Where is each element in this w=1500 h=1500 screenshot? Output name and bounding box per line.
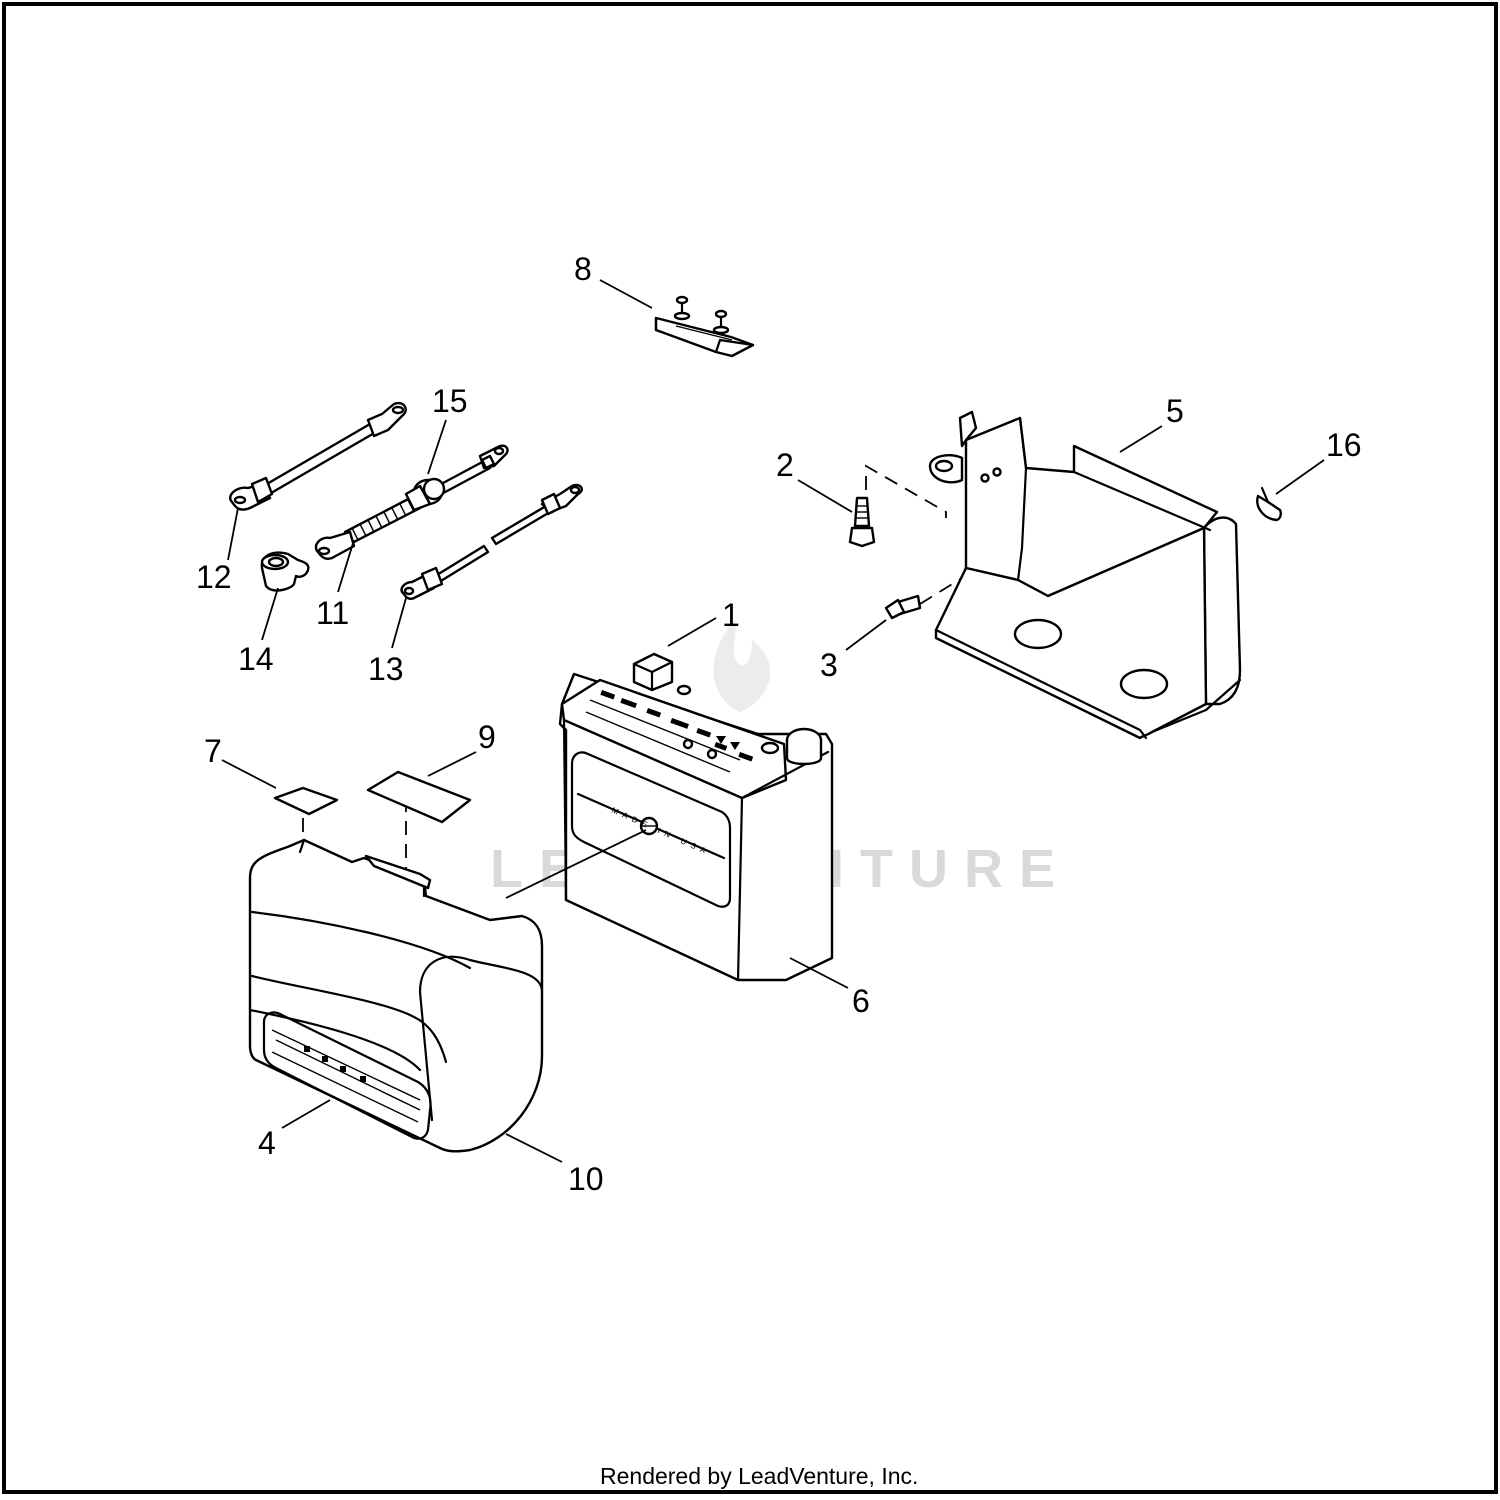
- callout-3: 3: [820, 647, 838, 683]
- watermark-flame-icon: [713, 620, 771, 712]
- part-14-terminal-cap: [260, 551, 310, 592]
- part-7-label: [273, 786, 339, 816]
- part-15-grommet: [404, 477, 446, 512]
- part-8-terminal-plate: [654, 295, 755, 358]
- part-13-cable: [400, 483, 583, 600]
- callout-13: 13: [368, 651, 404, 687]
- callout-9: 9: [478, 719, 496, 755]
- callout-15: 15: [432, 383, 468, 419]
- callout-5: 5: [1166, 393, 1184, 429]
- callout-12: 12: [196, 559, 232, 595]
- part-2-bolt: [848, 496, 876, 548]
- part-6-battery: MADE IN USA: [558, 652, 834, 982]
- callout-1: 1: [722, 597, 740, 633]
- callout-6: 6: [852, 983, 870, 1019]
- callout-7: 7: [204, 733, 222, 769]
- part-3-bolt: [884, 594, 922, 620]
- callout-2: 2: [776, 447, 794, 483]
- part-9-label: [366, 770, 472, 824]
- part-4-battery-cover: [248, 838, 544, 1153]
- callout-11: 11: [316, 595, 349, 631]
- callout-4: 4: [258, 1125, 276, 1161]
- part-12-cable: [229, 401, 407, 511]
- part-5-battery-tray: [928, 410, 1242, 740]
- leader-lines: [221, 279, 1325, 1163]
- callout-14: 14: [238, 641, 274, 677]
- callout-numbers: 1 2 3 4 5 6 7 8 9 10 11 12 13 14 15 16: [196, 251, 1362, 1197]
- callout-16: 16: [1326, 427, 1362, 463]
- callout-10: 10: [568, 1161, 604, 1197]
- part-16-clip: [1256, 486, 1282, 522]
- callout-8: 8: [574, 251, 592, 287]
- footer-credit: Rendered by LeadVenture, Inc.: [600, 1463, 918, 1489]
